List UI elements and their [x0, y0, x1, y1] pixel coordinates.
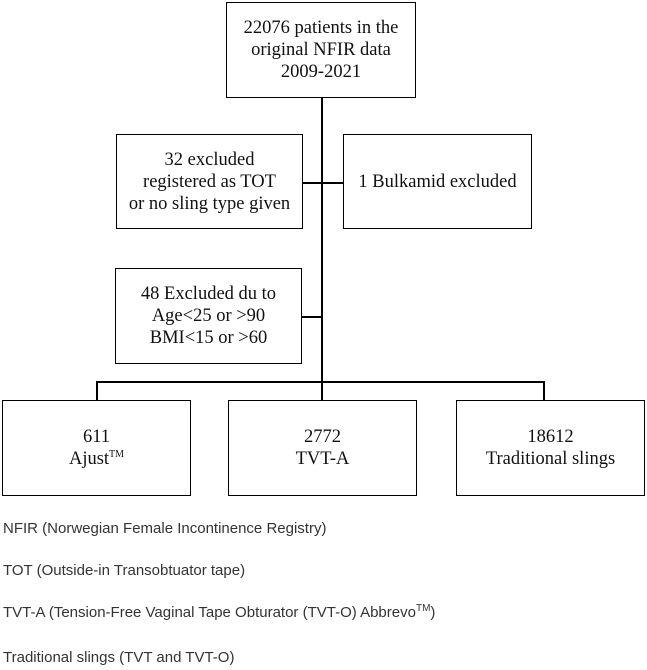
total-patients-box: 22076 patients in the original NFIR data… — [226, 2, 416, 98]
age-bmi-exclusion-line3: BMI<15 or >60 — [149, 328, 268, 348]
ajust-label: Ajust — [68, 449, 110, 469]
branch-drop-ajust — [96, 381, 98, 401]
flowchart: 22076 patients in the original NFIR data… — [2, 2, 645, 496]
branch-drop-traditional — [543, 381, 545, 401]
traditional-count: 18612 — [527, 427, 574, 447]
legend-traditional: Traditional slings (TVT and TVT-O) — [3, 649, 235, 666]
age-bmi-exclusion-line2: Age<25 or >90 — [151, 306, 266, 326]
traditional-outcome-box: 18612 Traditional slings — [456, 400, 645, 496]
right-exclusion-connector — [321, 182, 343, 184]
tot-exclusion-line1: 32 excluded — [164, 149, 255, 170]
tot-exclusion-box: 32 excluded registered as TOT or no slin… — [116, 134, 303, 229]
tvta-label: TVT-A — [295, 449, 350, 469]
ajust-count: 611 — [82, 427, 111, 447]
tvta-outcome-box: 2772 TVT-A — [228, 400, 417, 496]
tot-exclusion-line2: registered as TOT — [143, 171, 276, 192]
bulkamid-exclusion-box: 1 Bulkamid excluded — [343, 134, 532, 229]
ajust-trademark: TM — [109, 448, 125, 460]
legend-tvta-text: TVT-A (Tension-Free Vaginal Tape Obturat… — [3, 604, 416, 621]
age-exclusion-connector — [302, 316, 322, 318]
ajust-label-wrap: AjustTM — [69, 448, 124, 470]
main-connector — [321, 97, 323, 382]
legend-tvta: TVT-A (Tension-Free Vaginal Tape Obturat… — [3, 603, 436, 622]
bulkamid-exclusion-line1: 1 Bulkamid excluded — [358, 171, 517, 192]
traditional-label: Traditional slings — [485, 449, 616, 469]
legend-tvta-close: ) — [430, 604, 436, 621]
age-bmi-exclusion-line1: 48 Excluded du to — [140, 284, 277, 304]
total-patients-line1: 22076 patients in the — [243, 18, 399, 38]
branch-connector — [96, 381, 544, 383]
tot-exclusion-line3: or no sling type given — [128, 193, 291, 214]
total-patients-line3: 2009-2021 — [280, 62, 362, 82]
ajust-outcome-box: 611 AjustTM — [2, 400, 191, 496]
legend-nfir: NFIR (Norwegian Female Incontinence Regi… — [3, 520, 327, 537]
legend-tvta-trademark: TM — [415, 603, 431, 614]
tvta-count: 2772 — [304, 427, 341, 447]
total-patients-line2: original NFIR data — [251, 40, 391, 60]
branch-drop-tvta — [321, 381, 323, 401]
left-exclusion-connector — [302, 182, 322, 184]
legend-tot: TOT (Outside-in Transobtuator tape) — [3, 562, 246, 579]
age-bmi-exclusion-box: 48 Excluded du to Age<25 or >90 BMI<15 o… — [115, 268, 302, 364]
